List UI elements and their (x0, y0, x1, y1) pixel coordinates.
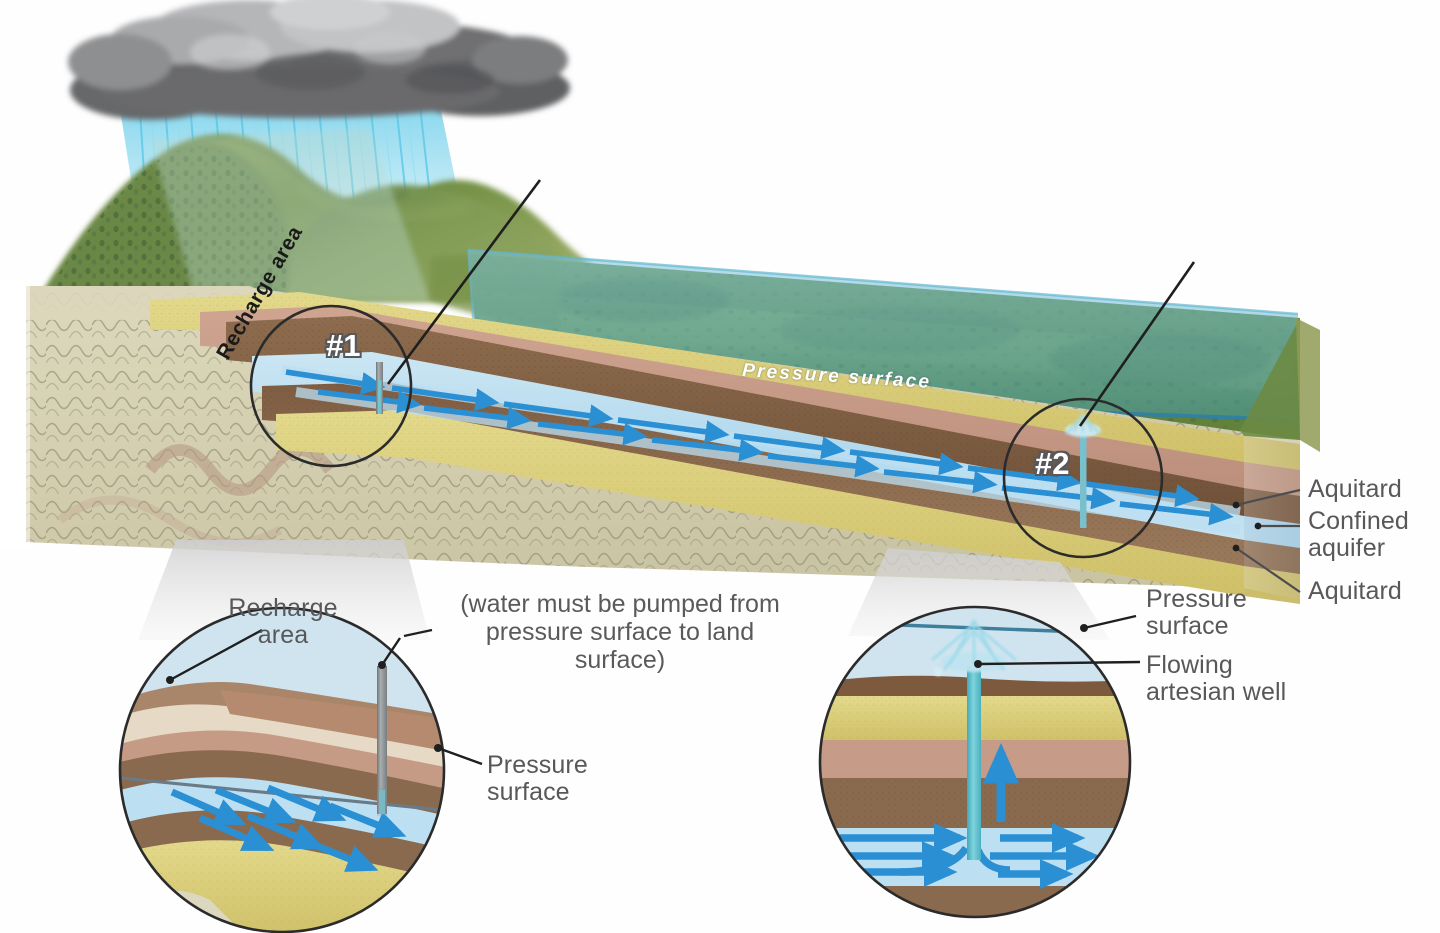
inset-right-pressure-surface-label: Pressure surface (1146, 585, 1247, 640)
leader-line-well-2 (1078, 261, 1196, 427)
edge-label-aquitard-upper: Aquitard (1308, 475, 1402, 503)
cloud-detail (190, 32, 494, 94)
edge-label-leaders (1235, 488, 1301, 593)
note-leader (403, 628, 433, 638)
inset-right (818, 605, 1141, 919)
callout-label-2: #2 (1035, 446, 1070, 481)
inset-right-flowing-well-label: Flowing artesian well (1146, 651, 1287, 706)
geologic-cross-section (0, 280, 1320, 604)
callout-circle-1 (249, 304, 413, 468)
inset-left (118, 606, 483, 933)
edge-label-confined-aquifer: Confined aquifer (1308, 507, 1409, 562)
callout-circle-2 (1002, 397, 1164, 559)
well-1-casing (376, 362, 383, 414)
magnifier-cone-right (848, 548, 1110, 640)
callout-label-1: #1 (326, 328, 361, 363)
inset-left-recharge-area-label: Recharge area (228, 594, 338, 649)
pump-note: (water must be pumped from pressure surf… (460, 590, 780, 674)
edge-label-aquitard-lower: Aquitard (1308, 577, 1402, 605)
edge-label-dots (1232, 501, 1262, 552)
leader-line-well-1 (386, 179, 542, 385)
magnifier-cone-left (138, 540, 430, 640)
inset-left-pressure-surface-label: Pressure surface (487, 751, 588, 806)
